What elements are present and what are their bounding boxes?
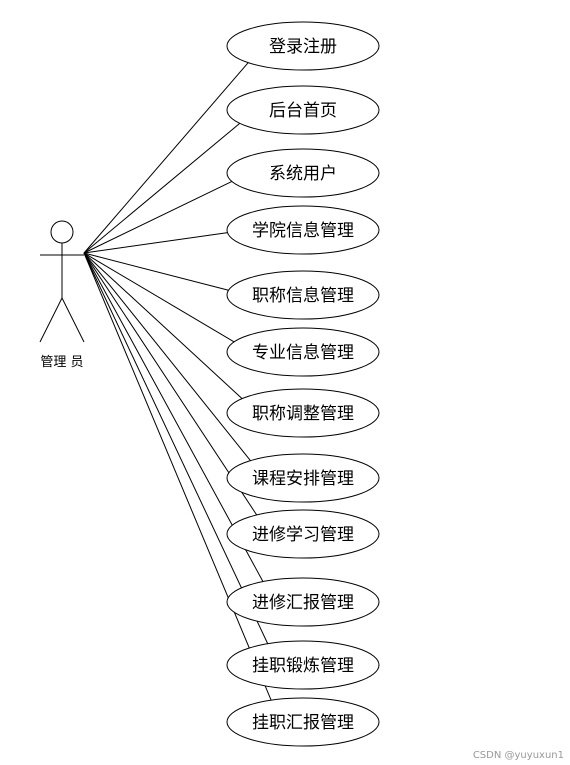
use-case-ellipse: [226, 453, 380, 503]
association-line: [83, 252, 258, 516]
use-case-ellipse: [226, 205, 380, 255]
association-line: [83, 252, 272, 701]
use-case: 登录注册: [226, 21, 380, 71]
association-line: [83, 122, 241, 254]
association-line: [83, 232, 229, 254]
watermark: CSDN @yuyuxun1: [472, 750, 564, 761]
use-case: 系统用户: [226, 148, 380, 198]
actor-label: 管理 员: [40, 355, 83, 370]
use-case-label: 后台首页: [269, 101, 337, 121]
use-case-label: 专业信息管理: [252, 343, 354, 363]
use-case: 学院信息管理: [226, 205, 380, 255]
use-case-label: 挂职汇报管理: [252, 713, 354, 733]
use-cases: 登录注册后台首页系统用户学院信息管理职称信息管理专业信息管理职称调整管理课程安排…: [226, 21, 380, 747]
actor-head: [50, 220, 74, 244]
association-line: [83, 252, 243, 400]
use-case-label: 课程安排管理: [252, 469, 354, 489]
use-case: 专业信息管理: [226, 327, 380, 377]
use-case-label: 进修汇报管理: [252, 593, 354, 613]
use-case: 挂职锻炼管理: [226, 640, 380, 690]
actor-right-leg: [61, 297, 85, 343]
use-case: 进修学习管理: [226, 509, 380, 559]
association-line: [83, 252, 230, 291]
use-case-label: 职称调整管理: [252, 404, 354, 424]
use-case: 职称调整管理: [226, 388, 380, 438]
use-case: 后台首页: [226, 85, 380, 135]
association-line: [83, 252, 236, 343]
use-case-ellipse: [226, 577, 380, 627]
use-case-label: 登录注册: [269, 37, 337, 57]
use-case-ellipse: [226, 640, 380, 690]
use-case: 职称信息管理: [226, 270, 380, 320]
actor-admin: 管理 员: [39, 220, 85, 370]
use-case-ellipse: [226, 21, 380, 71]
association-line: [83, 252, 252, 462]
association-line: [83, 61, 249, 254]
use-case-ellipse: [226, 85, 380, 135]
use-case-label: 职称信息管理: [252, 286, 354, 306]
actor-left-leg: [39, 297, 63, 343]
use-case-ellipse: [226, 148, 380, 198]
use-case-ellipse: [226, 697, 380, 747]
use-case-ellipse: [226, 327, 380, 377]
use-case: 挂职汇报管理: [226, 697, 380, 747]
use-case-label: 挂职锻炼管理: [252, 656, 354, 676]
use-case-ellipse: [226, 270, 380, 320]
association-line: [83, 252, 269, 645]
use-case: 进修汇报管理: [226, 577, 380, 627]
use-case-label: 进修学习管理: [252, 525, 354, 545]
use-case-label: 学院信息管理: [252, 221, 354, 241]
use-case-ellipse: [226, 388, 380, 438]
use-case-label: 系统用户: [269, 164, 337, 184]
use-case: 课程安排管理: [226, 453, 380, 503]
use-case-ellipse: [226, 509, 380, 559]
association-line: [83, 180, 233, 254]
